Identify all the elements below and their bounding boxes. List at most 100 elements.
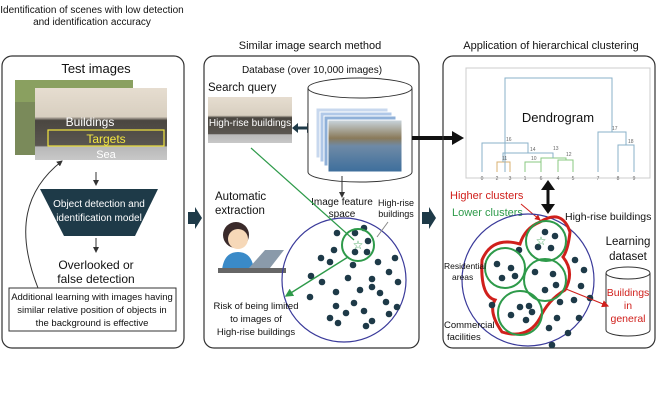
test-images-label: Test images [61, 61, 131, 76]
feature-point [548, 341, 556, 349]
note-text: similar relative position of objects in [17, 305, 166, 316]
feature-point [317, 254, 325, 262]
result-label: false detection [57, 272, 134, 286]
node-label: 18 [628, 139, 634, 145]
targets-box [47, 129, 165, 147]
automatic-extraction-label: Automatic [215, 191, 266, 203]
database-cylinder [307, 77, 413, 183]
node-label: 16 [506, 137, 512, 143]
feature-point [564, 329, 572, 337]
commercial-label: facilities [447, 332, 481, 343]
feature-point [516, 303, 524, 311]
leader-line [376, 221, 389, 238]
query-path [250, 147, 355, 241]
center-heading: Similar image search method [239, 40, 381, 52]
feature-point [571, 256, 579, 264]
node-label: 17 [612, 126, 618, 132]
learning-dataset-label: Learning [606, 236, 651, 248]
feature-point [545, 324, 553, 332]
flow-arrow-icon [188, 207, 202, 229]
residential-label: areas [452, 272, 473, 282]
risk-text: to images of [230, 314, 282, 325]
test-image-front [35, 88, 167, 160]
automatic-extraction-label: extraction [215, 205, 265, 217]
dendrogram-link [504, 77, 613, 172]
feature-point [507, 264, 515, 272]
feature-point [326, 314, 334, 322]
center-panel: Similar image search method Database (ov… [203, 40, 420, 349]
node-label: 14 [530, 147, 536, 153]
feature-point [376, 289, 384, 297]
feature-point [326, 258, 334, 266]
query-image [208, 97, 292, 143]
risk-text: High-rise buildings [217, 327, 295, 338]
feature-point [342, 309, 350, 317]
feature-point [547, 244, 555, 252]
query-image-label: High-rise buildings [209, 118, 291, 129]
leaf-label: 9 [633, 176, 636, 182]
left-heading: and identification accuracy [33, 17, 151, 28]
feature-point [360, 307, 368, 315]
feature-point [374, 258, 382, 266]
feature-point [364, 237, 372, 245]
leaf-label: 5 [572, 176, 575, 182]
lower-clusters-label: Lower clusters [452, 207, 523, 219]
database-label: Database (over 10,000 images) [242, 65, 382, 76]
feature-point [511, 272, 519, 280]
star-icon: ☆ [353, 238, 364, 252]
lower-cluster [484, 247, 526, 289]
feature-point [531, 268, 539, 276]
feature-point [385, 268, 393, 276]
search-query-label: Search query [208, 82, 277, 94]
learning-dataset-label: dataset [609, 251, 648, 263]
flow-arrow-icon [422, 207, 436, 229]
left-panel-box [1, 55, 185, 349]
high-rise-label: High-rise [378, 198, 414, 208]
feature-point [528, 308, 536, 316]
person-at-laptop-icon [218, 222, 286, 273]
feature-point [382, 298, 390, 306]
risk-text: Risk of being limited [213, 301, 298, 312]
learning-dataset-cylinder [605, 266, 651, 337]
feature-point [334, 319, 342, 327]
feature-point [393, 303, 401, 311]
center-panel-box [203, 55, 420, 349]
feature-point [534, 243, 542, 251]
right-panel: Application of hierarchical clustering D… [442, 40, 656, 349]
leaf-label: 6 [540, 176, 543, 182]
lower-cluster [523, 258, 567, 302]
feature-point [349, 261, 357, 269]
feature-point [541, 286, 549, 294]
node-label: 12 [566, 152, 572, 158]
feature-point [541, 228, 549, 236]
feature-point [522, 316, 530, 324]
feature-space-label: space [329, 209, 356, 220]
feature-point [350, 299, 358, 307]
feature-point [575, 314, 583, 322]
to-dataset-arrow [565, 288, 610, 308]
feature-point [363, 248, 371, 256]
buildings-general-label: Buildings [607, 287, 650, 299]
node-label: 10 [531, 156, 537, 162]
lower-cluster [497, 290, 543, 336]
node-label: 13 [553, 146, 559, 152]
higher-cluster-outline [480, 215, 572, 336]
note-text: Additional learning with images having [11, 292, 173, 303]
node-label: 11 [502, 156, 507, 162]
leaf-label: 0 [481, 176, 484, 182]
feature-point [391, 254, 399, 262]
leaf-label: 8 [617, 176, 620, 182]
star-icon: ☆ [536, 234, 547, 248]
feedback-arrow [25, 160, 63, 289]
feature-point [577, 282, 585, 290]
feature-point [570, 296, 578, 304]
right-panel-box [442, 55, 656, 349]
residential-label: Residential [444, 261, 486, 271]
left-heading: Identification of scenes with low detect… [0, 5, 183, 16]
buildings-general-label: general [610, 313, 645, 325]
feature-point [553, 314, 561, 322]
model-label: identification model [56, 213, 142, 224]
feature-point [498, 274, 506, 282]
leaf-label: 3 [509, 176, 512, 182]
